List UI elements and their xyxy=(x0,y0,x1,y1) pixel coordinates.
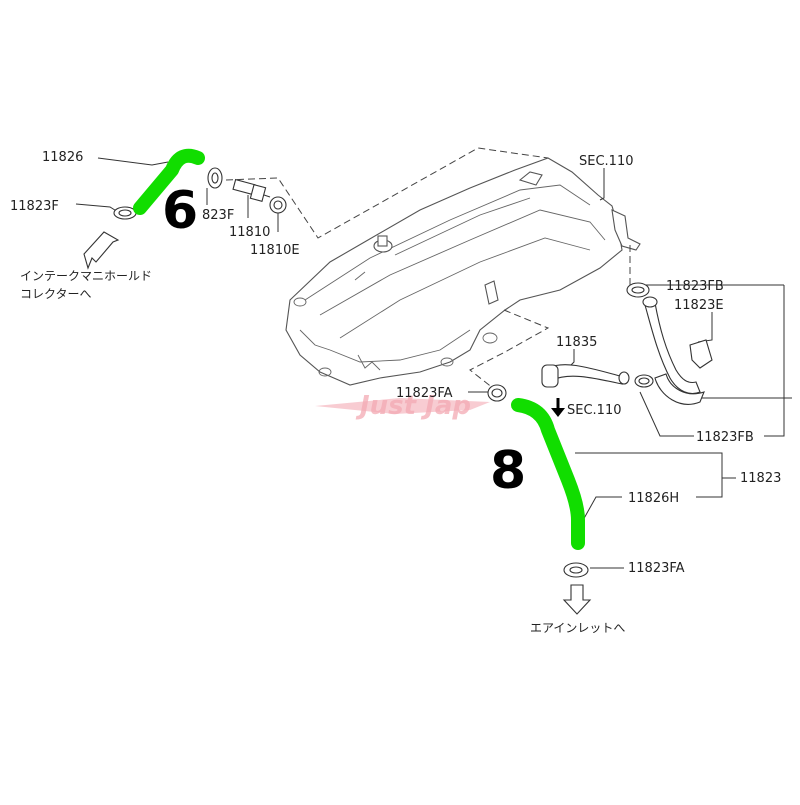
engine-rocker-cover xyxy=(285,157,641,386)
watermark-text: Just Jap xyxy=(355,391,471,421)
label-sec110-top: SEC.110 xyxy=(579,154,634,169)
label-sec110-arrow: SEC.110 xyxy=(567,403,622,418)
callout-8: 8 xyxy=(490,441,526,501)
part-clip-11823FB-bottom xyxy=(634,374,654,388)
part-bracket-11823E xyxy=(689,339,713,369)
part-hose-11835 xyxy=(541,364,630,388)
label-823F: 823F xyxy=(202,208,234,223)
label-11823FA-bottom: 11823FA xyxy=(628,561,685,576)
label-jp-air-inlet: エアインレットへ xyxy=(530,621,625,635)
arrow-to-air-inlet xyxy=(562,584,592,615)
label-11823FA-mid: 11823FA xyxy=(396,386,453,401)
part-clip-11823FB-top xyxy=(626,282,650,298)
label-11835: 11835 xyxy=(556,335,597,350)
label-jp-intake-line2: コレクターへ xyxy=(20,287,92,301)
dashed-leaders xyxy=(225,147,631,393)
label-11826H: 11826H xyxy=(628,491,679,506)
label-11810E: 11810E xyxy=(250,243,300,258)
label-11826: 11826 xyxy=(42,150,83,165)
highlight-hose-6 xyxy=(133,148,205,215)
leader-lines xyxy=(75,157,792,569)
part-clip-823F xyxy=(207,167,223,189)
part-clip-11823F-left xyxy=(113,206,137,220)
part-pcv-valve-11810 xyxy=(232,178,271,202)
highlight-hose-8 xyxy=(511,398,585,550)
part-clip-11823FA-mid xyxy=(487,384,507,402)
watermark: Just Jap xyxy=(315,391,490,421)
part-hose-11823E xyxy=(642,296,705,405)
label-jp-intake-line1: インテークマニホールド xyxy=(20,269,152,283)
label-11823FB-top: 11823FB xyxy=(666,279,724,294)
label-11823: 11823 xyxy=(740,471,781,486)
part-grommet-11810E xyxy=(269,196,287,214)
part-clip-11823FA-bottom xyxy=(563,562,589,578)
callout-6: 6 xyxy=(162,181,198,241)
arrow-to-intake-collector xyxy=(83,231,120,270)
label-11823F-left: 11823F xyxy=(10,199,59,214)
arrow-sec110 xyxy=(551,398,565,417)
label-11810: 11810 xyxy=(229,225,270,240)
label-11823FB-bottom: 11823FB xyxy=(696,430,754,445)
label-11823E: 11823E xyxy=(674,298,724,313)
